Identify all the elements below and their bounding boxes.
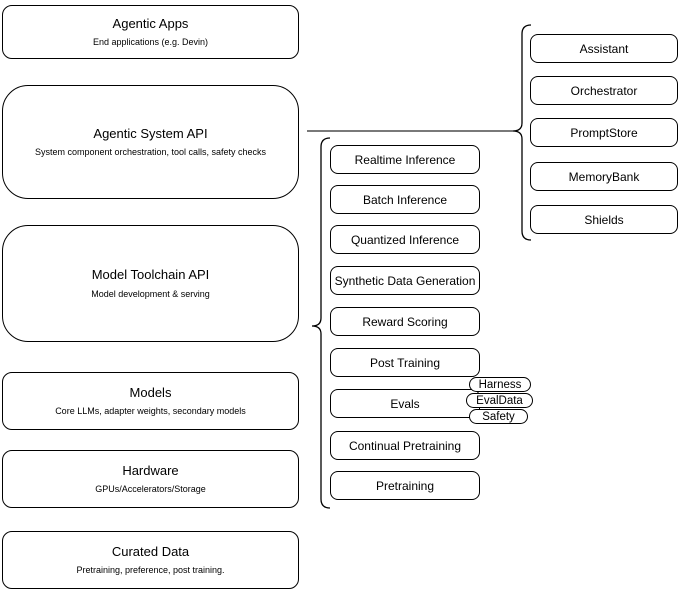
node-label: Evals <box>390 396 420 411</box>
node-realtime-inference: Realtime Inference <box>330 145 480 174</box>
node-label: Batch Inference <box>362 192 448 207</box>
node-evals: Evals <box>330 389 480 418</box>
node-label: Synthetic Data Generation <box>334 273 476 288</box>
node-memorybank: MemoryBank <box>530 162 678 191</box>
tag-evals-safety: Safety <box>469 409 528 424</box>
node-reward-scoring: Reward Scoring <box>330 307 480 336</box>
node-post-training: Post Training <box>330 348 480 377</box>
node-quantized-inference: Quantized Inference <box>330 225 480 254</box>
node-label: Continual Pretraining <box>348 438 462 453</box>
tag-evals-evaldata: EvalData <box>466 393 533 408</box>
components-group-brace <box>512 24 532 241</box>
node-batch-inference: Batch Inference <box>330 185 480 214</box>
node-label: Quantized Inference <box>350 232 460 247</box>
node-label: Assistant <box>579 41 629 56</box>
node-subtitle: System component orchestration, tool cal… <box>34 147 267 158</box>
node-subtitle: Core LLMs, adapter weights, secondary mo… <box>55 406 246 417</box>
toolchain-group-brace <box>311 137 331 509</box>
node-label: Pretraining <box>375 478 435 493</box>
tag-label: Safety <box>482 410 515 423</box>
node-continual-pretraining: Continual Pretraining <box>330 431 480 460</box>
node-assistant: Assistant <box>530 34 678 63</box>
node-synthetic-data-generation: Synthetic Data Generation <box>330 266 480 295</box>
tag-label: EvalData <box>476 394 523 407</box>
node-curated-data: Curated Data Pretraining, preference, po… <box>2 531 299 589</box>
node-label: Reward Scoring <box>362 314 448 329</box>
node-title: Agentic System API <box>93 125 208 141</box>
node-title: Hardware <box>122 462 179 478</box>
node-subtitle: Pretraining, preference, post training. <box>76 565 225 576</box>
node-agentic-system-api: Agentic System API System component orch… <box>2 85 299 199</box>
node-subtitle: GPUs/Accelerators/Storage <box>95 484 206 495</box>
node-pretraining: Pretraining <box>330 471 480 500</box>
node-models: Models Core LLMs, adapter weights, secon… <box>2 372 299 430</box>
node-orchestrator: Orchestrator <box>530 76 678 105</box>
node-subtitle: End applications (e.g. Devin) <box>92 37 209 48</box>
node-label: Orchestrator <box>570 83 638 98</box>
node-title: Curated Data <box>111 543 190 559</box>
node-hardware: Hardware GPUs/Accelerators/Storage <box>2 450 299 508</box>
node-promptstore: PromptStore <box>530 118 678 147</box>
node-title: Models <box>129 384 172 400</box>
node-title: Model Toolchain API <box>91 267 210 283</box>
node-label: PromptStore <box>570 125 638 140</box>
node-label: Shields <box>584 212 624 227</box>
node-label: Post Training <box>369 355 441 370</box>
node-label: MemoryBank <box>568 169 640 184</box>
node-model-toolchain-api: Model Toolchain API Model development & … <box>2 225 299 342</box>
tag-label: Harness <box>478 378 522 391</box>
node-agentic-apps: Agentic Apps End applications (e.g. Devi… <box>2 5 299 59</box>
node-shields: Shields <box>530 205 678 234</box>
node-label: Realtime Inference <box>354 152 456 167</box>
tag-evals-harness: Harness <box>469 377 531 392</box>
node-title: Agentic Apps <box>112 15 189 31</box>
node-subtitle: Model development & serving <box>91 288 210 299</box>
